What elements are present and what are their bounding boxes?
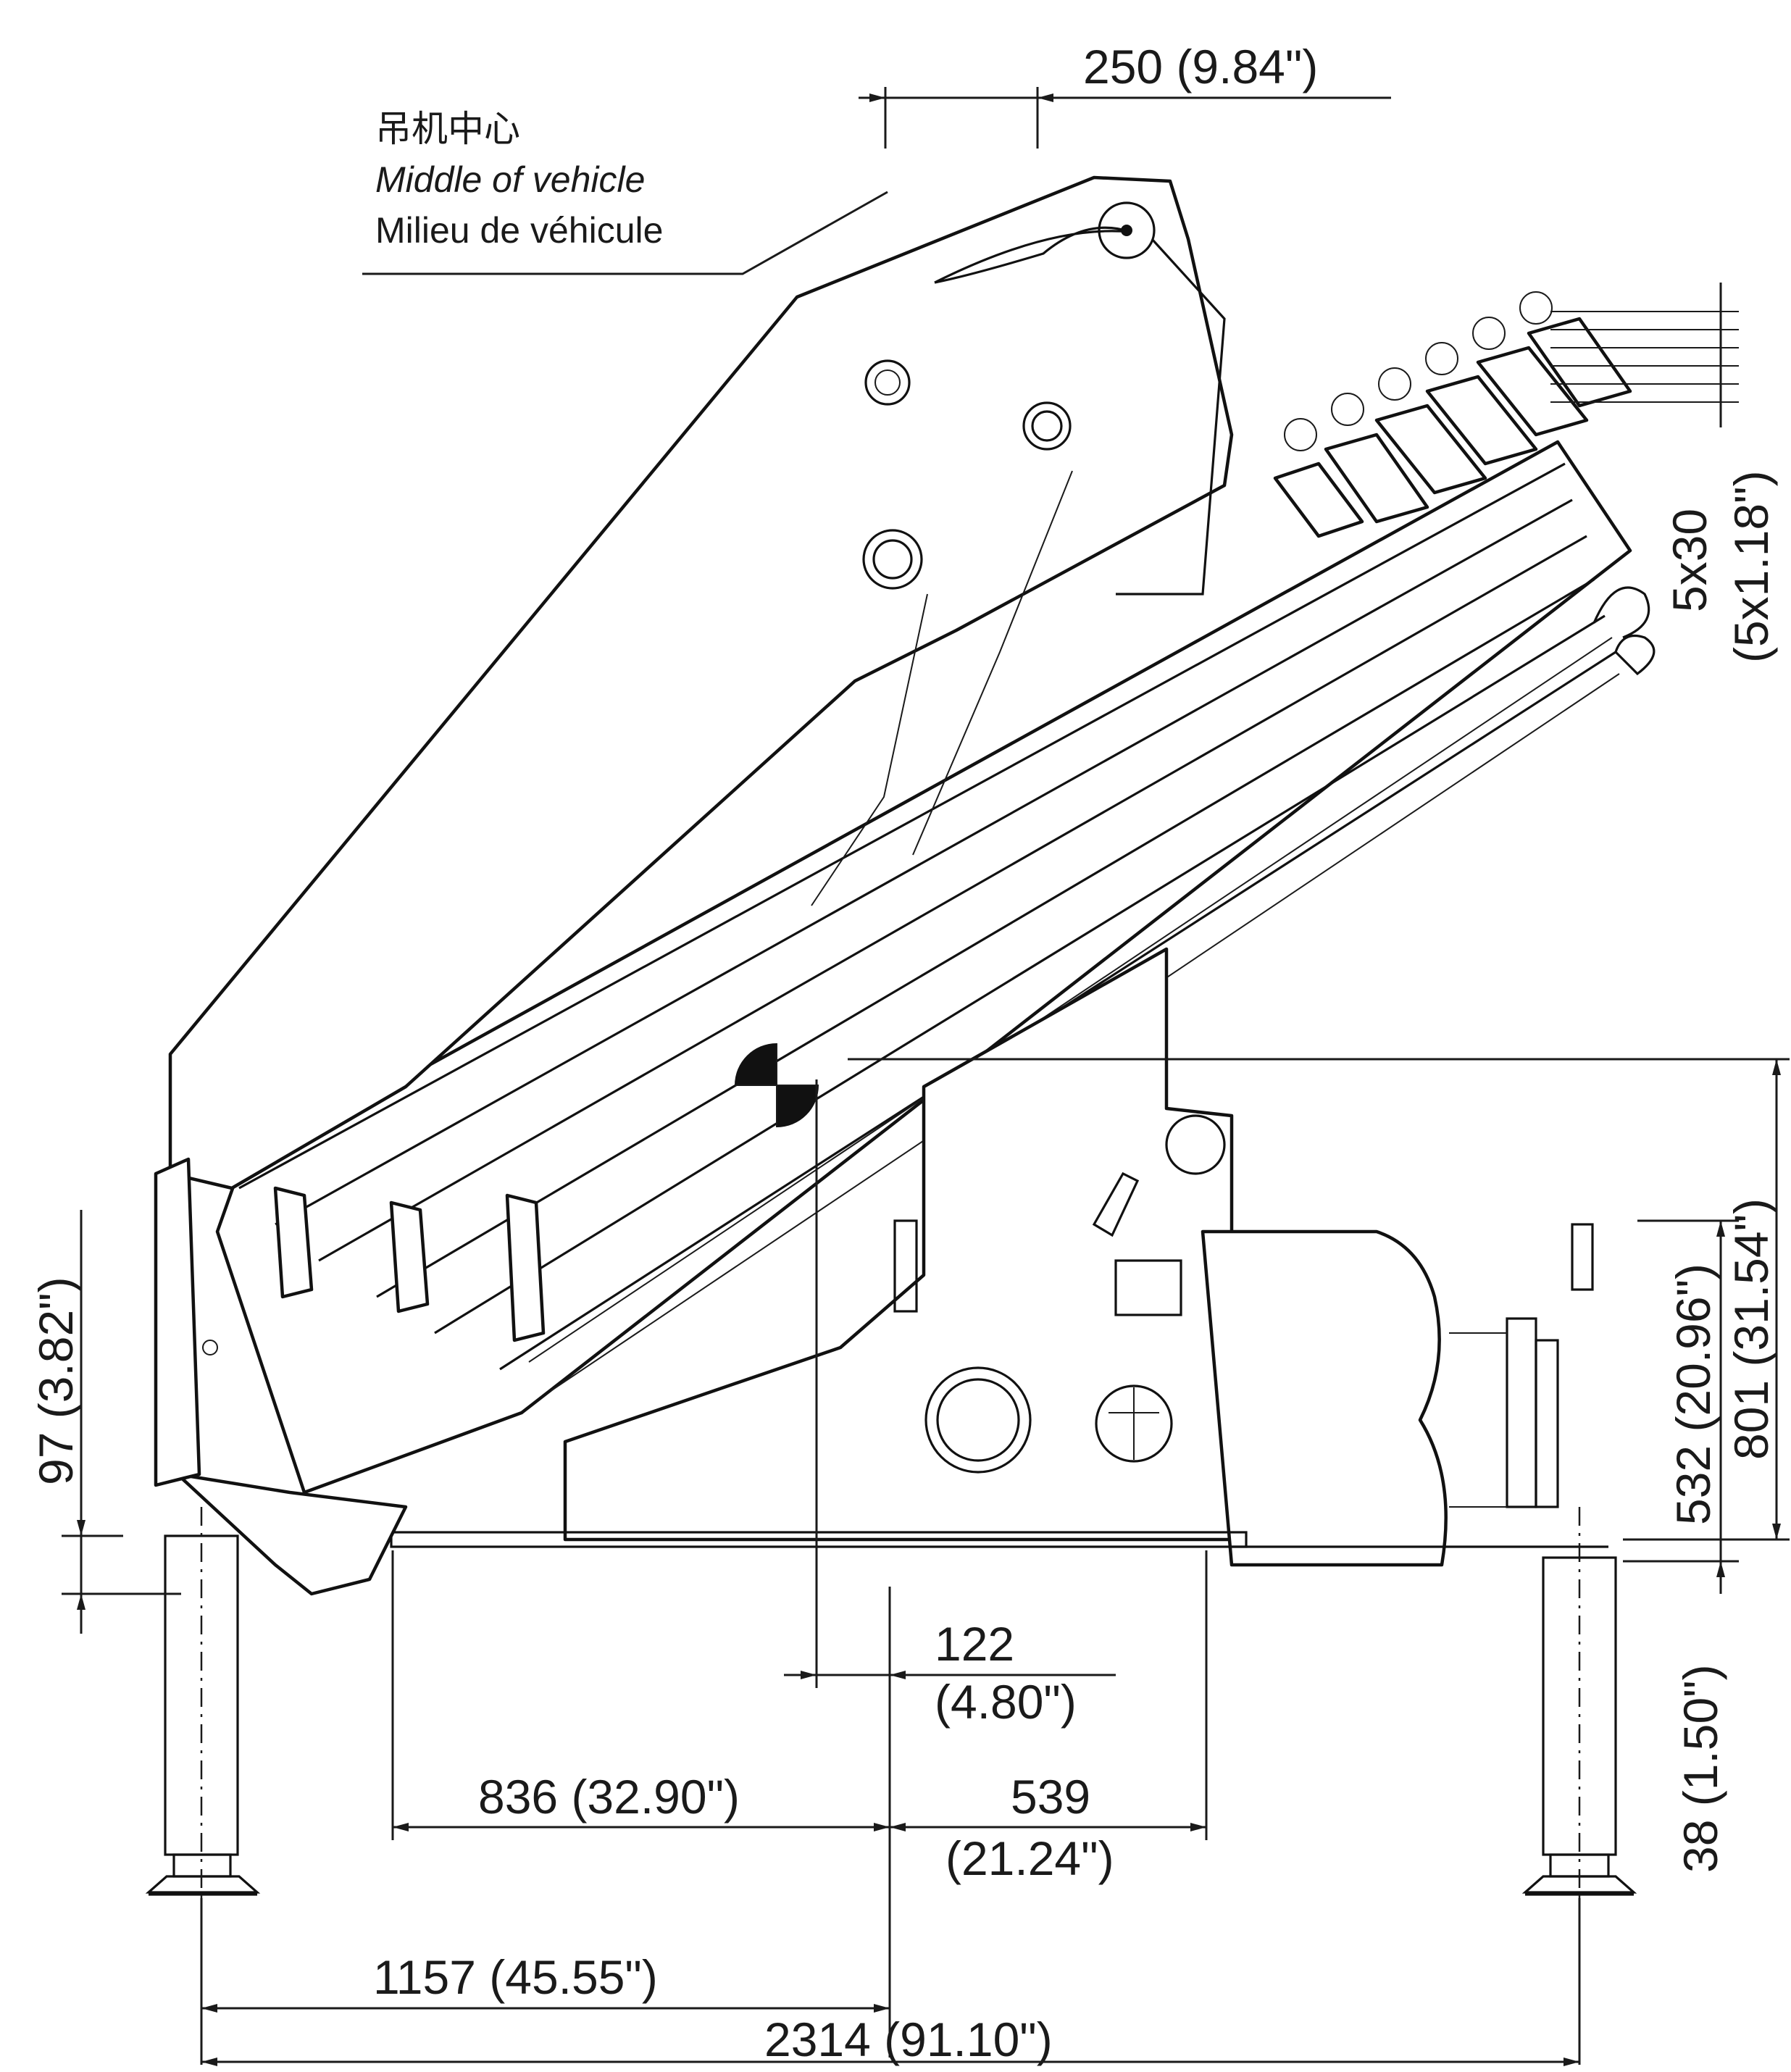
center-of-gravity-marker (735, 1043, 819, 1127)
dim-left-height: 97 (3.82") (29, 1277, 83, 1485)
dim-height-532: 532 (20.96") (1666, 1263, 1720, 1525)
dimension-lines (62, 87, 1790, 2066)
crane-base (154, 947, 1608, 1596)
dim-boom-step-in: (5x1.18") (1724, 470, 1778, 663)
right-outrigger-leg (1521, 1223, 1637, 1898)
dim-cog-offset: 122 (935, 1617, 1014, 1671)
dim-cog-offset-in: (4.80") (935, 1675, 1077, 1729)
dim-base-right: 539 (1011, 1770, 1090, 1824)
inner-boom (168, 175, 1234, 1190)
dim-half-span: 1157 (45.55") (373, 1950, 658, 2004)
label-middle-en: Middle of vehicle (375, 159, 645, 200)
dim-full-span: 2314 (91.10") (764, 2013, 1053, 2066)
dim-base-right-in: (21.24") (945, 1831, 1114, 1885)
left-outrigger-leg (145, 1507, 261, 1898)
dim-height-38: 38 (1.50") (1674, 1664, 1727, 1873)
dim-height-801: 801 (31.54") (1724, 1198, 1778, 1460)
label-middle-fr: Milieu de véhicule (375, 210, 663, 251)
dim-boom-step: 5x30 (1663, 509, 1716, 612)
dim-base-left: 836 (32.90") (478, 1770, 740, 1824)
label-middle-zh: 吊机中心 (375, 109, 520, 149)
dim-top-offset: 250 (9.84") (1083, 40, 1318, 93)
